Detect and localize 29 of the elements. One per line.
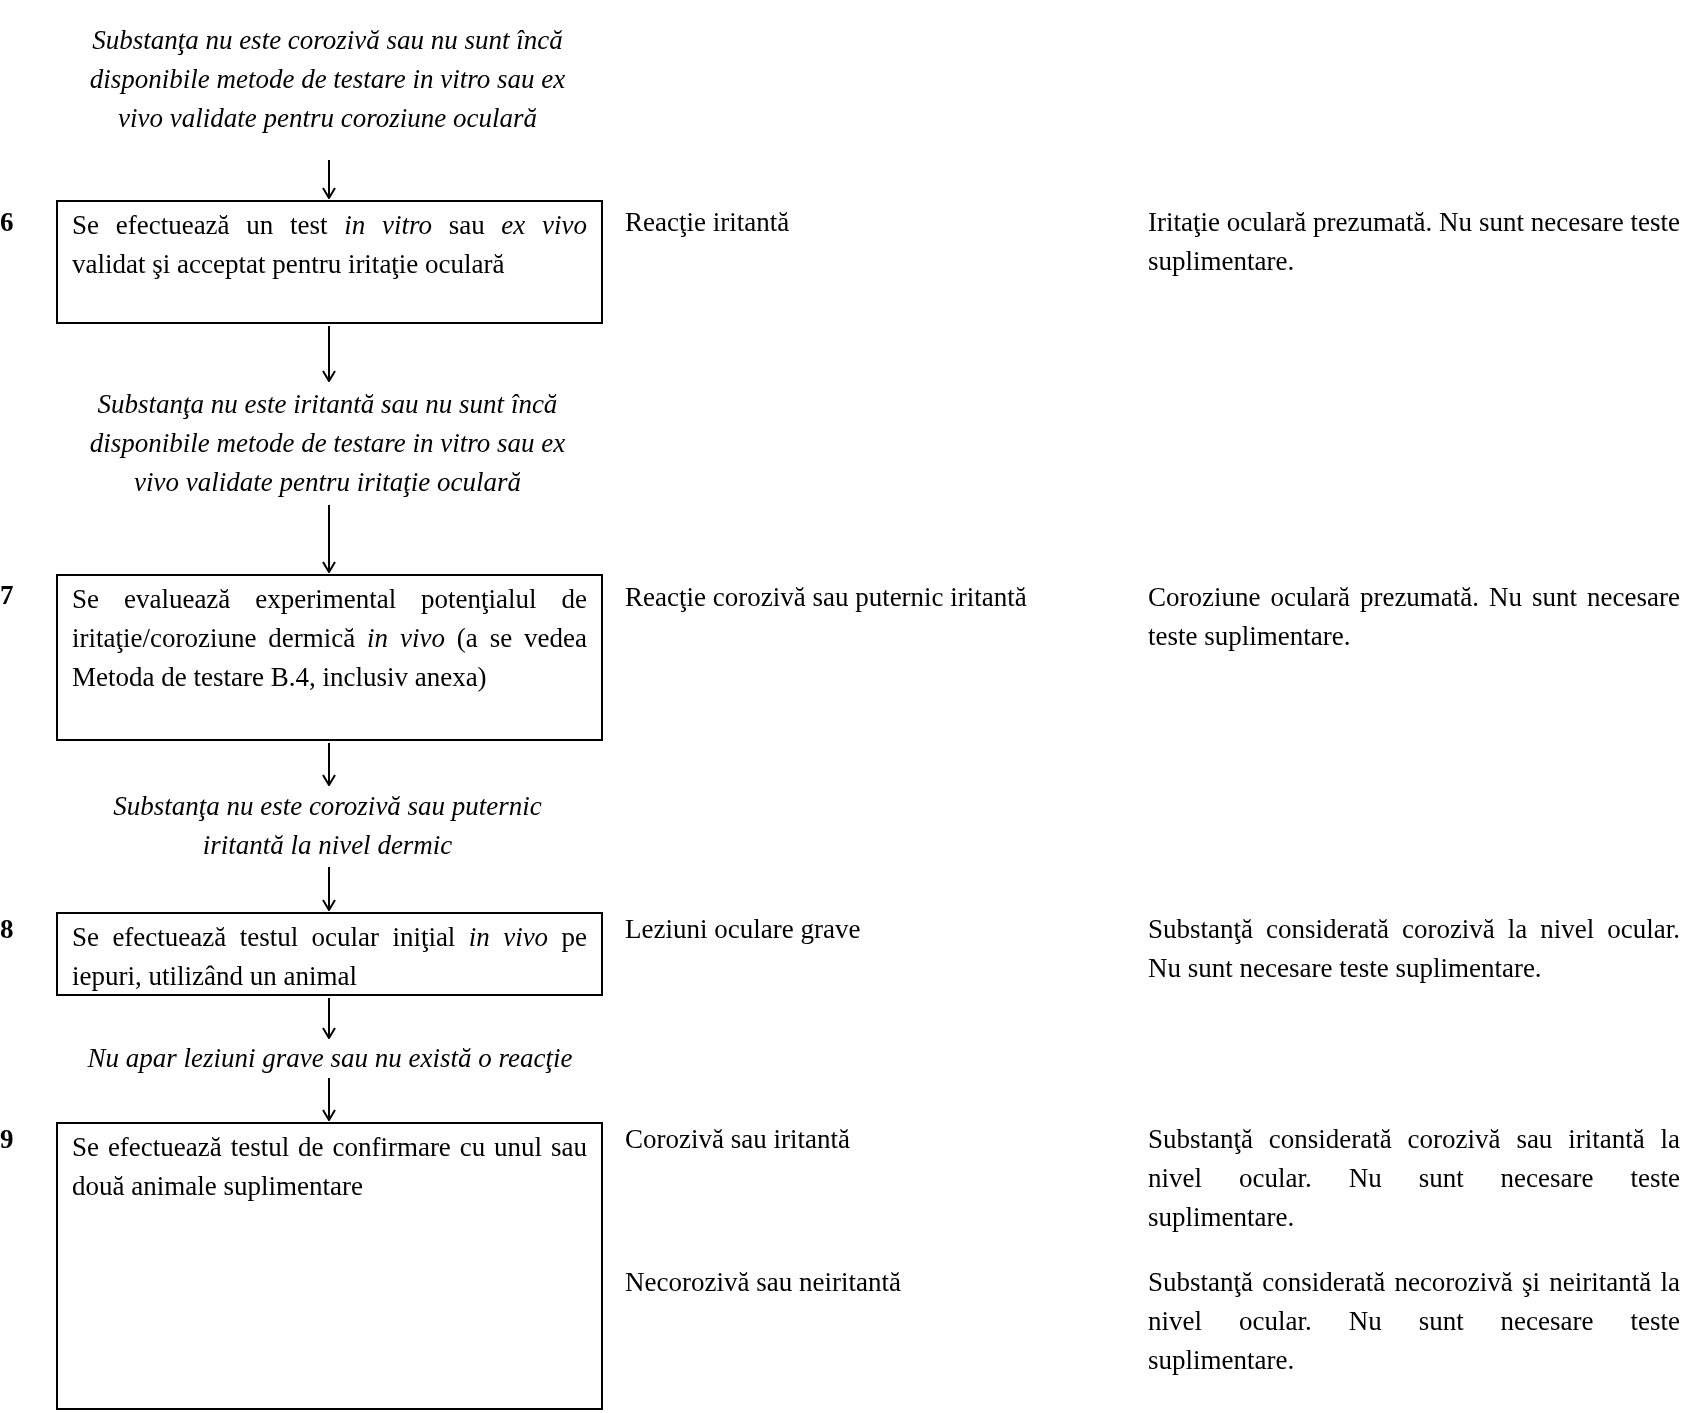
result-text: Reacţie iritantă bbox=[625, 206, 791, 239]
result-text: Necorozivă sau neiritantă bbox=[625, 1266, 902, 1299]
process-box: Se efectuează testul de confirmare cu unul sau două animale suplimentare bbox=[56, 1122, 603, 1410]
result-text: Corozivă sau iritantă bbox=[625, 1123, 851, 1156]
process-box: Se evaluează experimental potenţialul de iritaţie/coroziune dermică in vivo (a se vedea Metoda de testare B.4, inclusiv anexa) bbox=[56, 574, 603, 741]
condition-text: Substanţa nu este iritantă sau nu sunt încă disponibile metode de testare in vitro sau ex vivo validate pentru iritaţie oculară bbox=[86, 383, 569, 503]
arrow bbox=[322, 159, 336, 199]
conclusion-text: Substanţă considerată corozivă la nivel ocular. Nu sunt necesare teste suplimentare. bbox=[1148, 913, 1680, 985]
process-box: Se efectuează testul ocular iniţial in vivo pe iepuri, utilizând un animal bbox=[56, 912, 603, 996]
step-number: 7 bbox=[0, 579, 15, 612]
condition-text: Nu apar leziuni grave sau nu există o reacţie bbox=[40, 1040, 620, 1076]
arrow bbox=[322, 325, 336, 382]
step-number: 8 bbox=[0, 913, 15, 946]
conclusion-text: Coroziune oculară prezumată. Nu sunt necesare teste suplimentare. bbox=[1148, 581, 1680, 653]
conclusion-text: Substanţă considerată necorozivă şi neiritantă la nivel ocular. Nu sunt necesare teste suplimentare. bbox=[1148, 1266, 1680, 1377]
step-number: 6 bbox=[0, 206, 15, 239]
conclusion-text: Substanţă considerată corozivă sau iritantă la nivel ocular. Nu sunt necesare teste suplimentare. bbox=[1148, 1123, 1680, 1234]
result-text: Leziuni oculare grave bbox=[625, 913, 862, 946]
conclusion-text: Iritaţie oculară prezumată. Nu sunt necesare teste suplimentare. bbox=[1148, 206, 1680, 278]
arrow bbox=[322, 997, 336, 1039]
result-text: Reacţie corozivă sau puternic iritantă bbox=[625, 581, 1028, 614]
arrow bbox=[322, 504, 336, 573]
arrow bbox=[322, 866, 336, 911]
condition-text: Substanţa nu este corozivă sau nu sunt încă disponibile metode de testare in vitro sau ex vivo validate pentru coroziune oculară bbox=[86, 0, 569, 158]
arrow bbox=[322, 742, 336, 786]
step-number: 9 bbox=[0, 1123, 15, 1156]
process-box: Se efectuează un test in vitro sau ex vivo validat şi acceptat pentru iritaţie oculară bbox=[56, 200, 603, 324]
condition-text: Substanţa nu este corozivă sau puternic iritantă la nivel dermic bbox=[86, 787, 569, 865]
arrow bbox=[322, 1077, 336, 1121]
